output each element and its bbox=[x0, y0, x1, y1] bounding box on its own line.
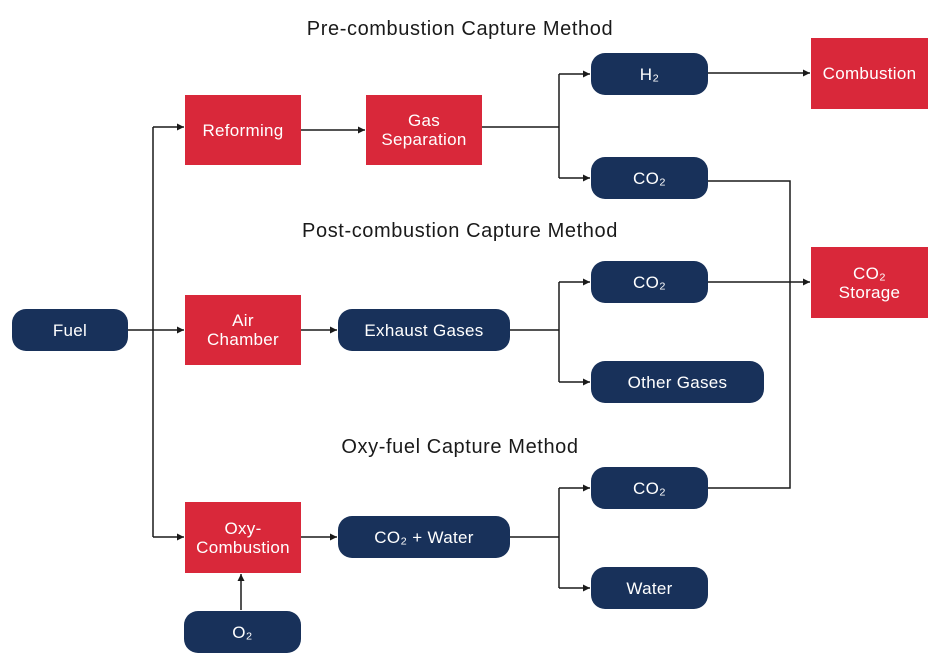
title-oxy-fuel: Oxy-fuel Capture Method bbox=[341, 436, 579, 458]
node-combustion: Combustion bbox=[811, 38, 928, 109]
node-co2-water-label: CO₂ + Water bbox=[374, 527, 474, 547]
node-co2-post: CO₂ bbox=[591, 261, 708, 303]
node-o2-label: O₂ bbox=[232, 622, 253, 642]
node-other-gases-label: Other Gases bbox=[627, 372, 728, 392]
node-gas-separation-line1: Gas bbox=[407, 111, 441, 130]
node-co2-pre-label: CO₂ bbox=[633, 168, 666, 188]
node-fuel-label: Fuel bbox=[52, 320, 88, 340]
node-reforming-label: Reforming bbox=[202, 120, 284, 140]
node-exhaust-gases-label: Exhaust Gases bbox=[364, 320, 484, 340]
node-gas-separation-line2: Separation bbox=[381, 130, 467, 149]
node-water-label: Water bbox=[626, 578, 673, 598]
node-oxy-combustion: Oxy- Combustion bbox=[185, 502, 301, 573]
node-co2-post-label: CO₂ bbox=[633, 272, 666, 292]
node-co2-oxy-label: CO₂ bbox=[633, 478, 666, 498]
node-co2-storage-line2: Storage bbox=[838, 282, 901, 302]
node-air-chamber-line1: Air bbox=[232, 311, 254, 330]
node-co2-water: CO₂ + Water bbox=[338, 516, 510, 558]
node-air-chamber: Air Chamber bbox=[185, 295, 301, 365]
node-co2-pre: CO₂ bbox=[591, 157, 708, 199]
node-air-chamber-line2: Chamber bbox=[206, 330, 280, 349]
title-pre-combustion: Pre-combustion Capture Method bbox=[306, 18, 614, 40]
node-h2: H₂ bbox=[591, 53, 708, 95]
line-co2-pre-to-collector bbox=[708, 180, 791, 489]
node-fuel: Fuel bbox=[12, 309, 128, 351]
node-other-gases: Other Gases bbox=[591, 361, 764, 403]
node-oxy-combustion-line1: Oxy- bbox=[224, 518, 262, 538]
node-co2-storage-line1: CO₂ bbox=[853, 263, 886, 283]
node-oxy-combustion-line2: Combustion bbox=[196, 537, 290, 557]
node-h2-label: H₂ bbox=[639, 64, 660, 84]
node-co2-oxy: CO₂ bbox=[591, 467, 708, 509]
node-gas-separation: Gas Separation bbox=[366, 95, 482, 165]
title-post-combustion: Post-combustion Capture Method bbox=[302, 220, 618, 242]
node-exhaust-gases: Exhaust Gases bbox=[338, 309, 510, 351]
node-co2-storage: CO₂ Storage bbox=[811, 247, 928, 318]
node-water: Water bbox=[591, 567, 708, 609]
node-o2: O₂ bbox=[184, 611, 301, 653]
node-combustion-label: Combustion bbox=[822, 64, 917, 83]
node-reforming: Reforming bbox=[185, 95, 301, 165]
